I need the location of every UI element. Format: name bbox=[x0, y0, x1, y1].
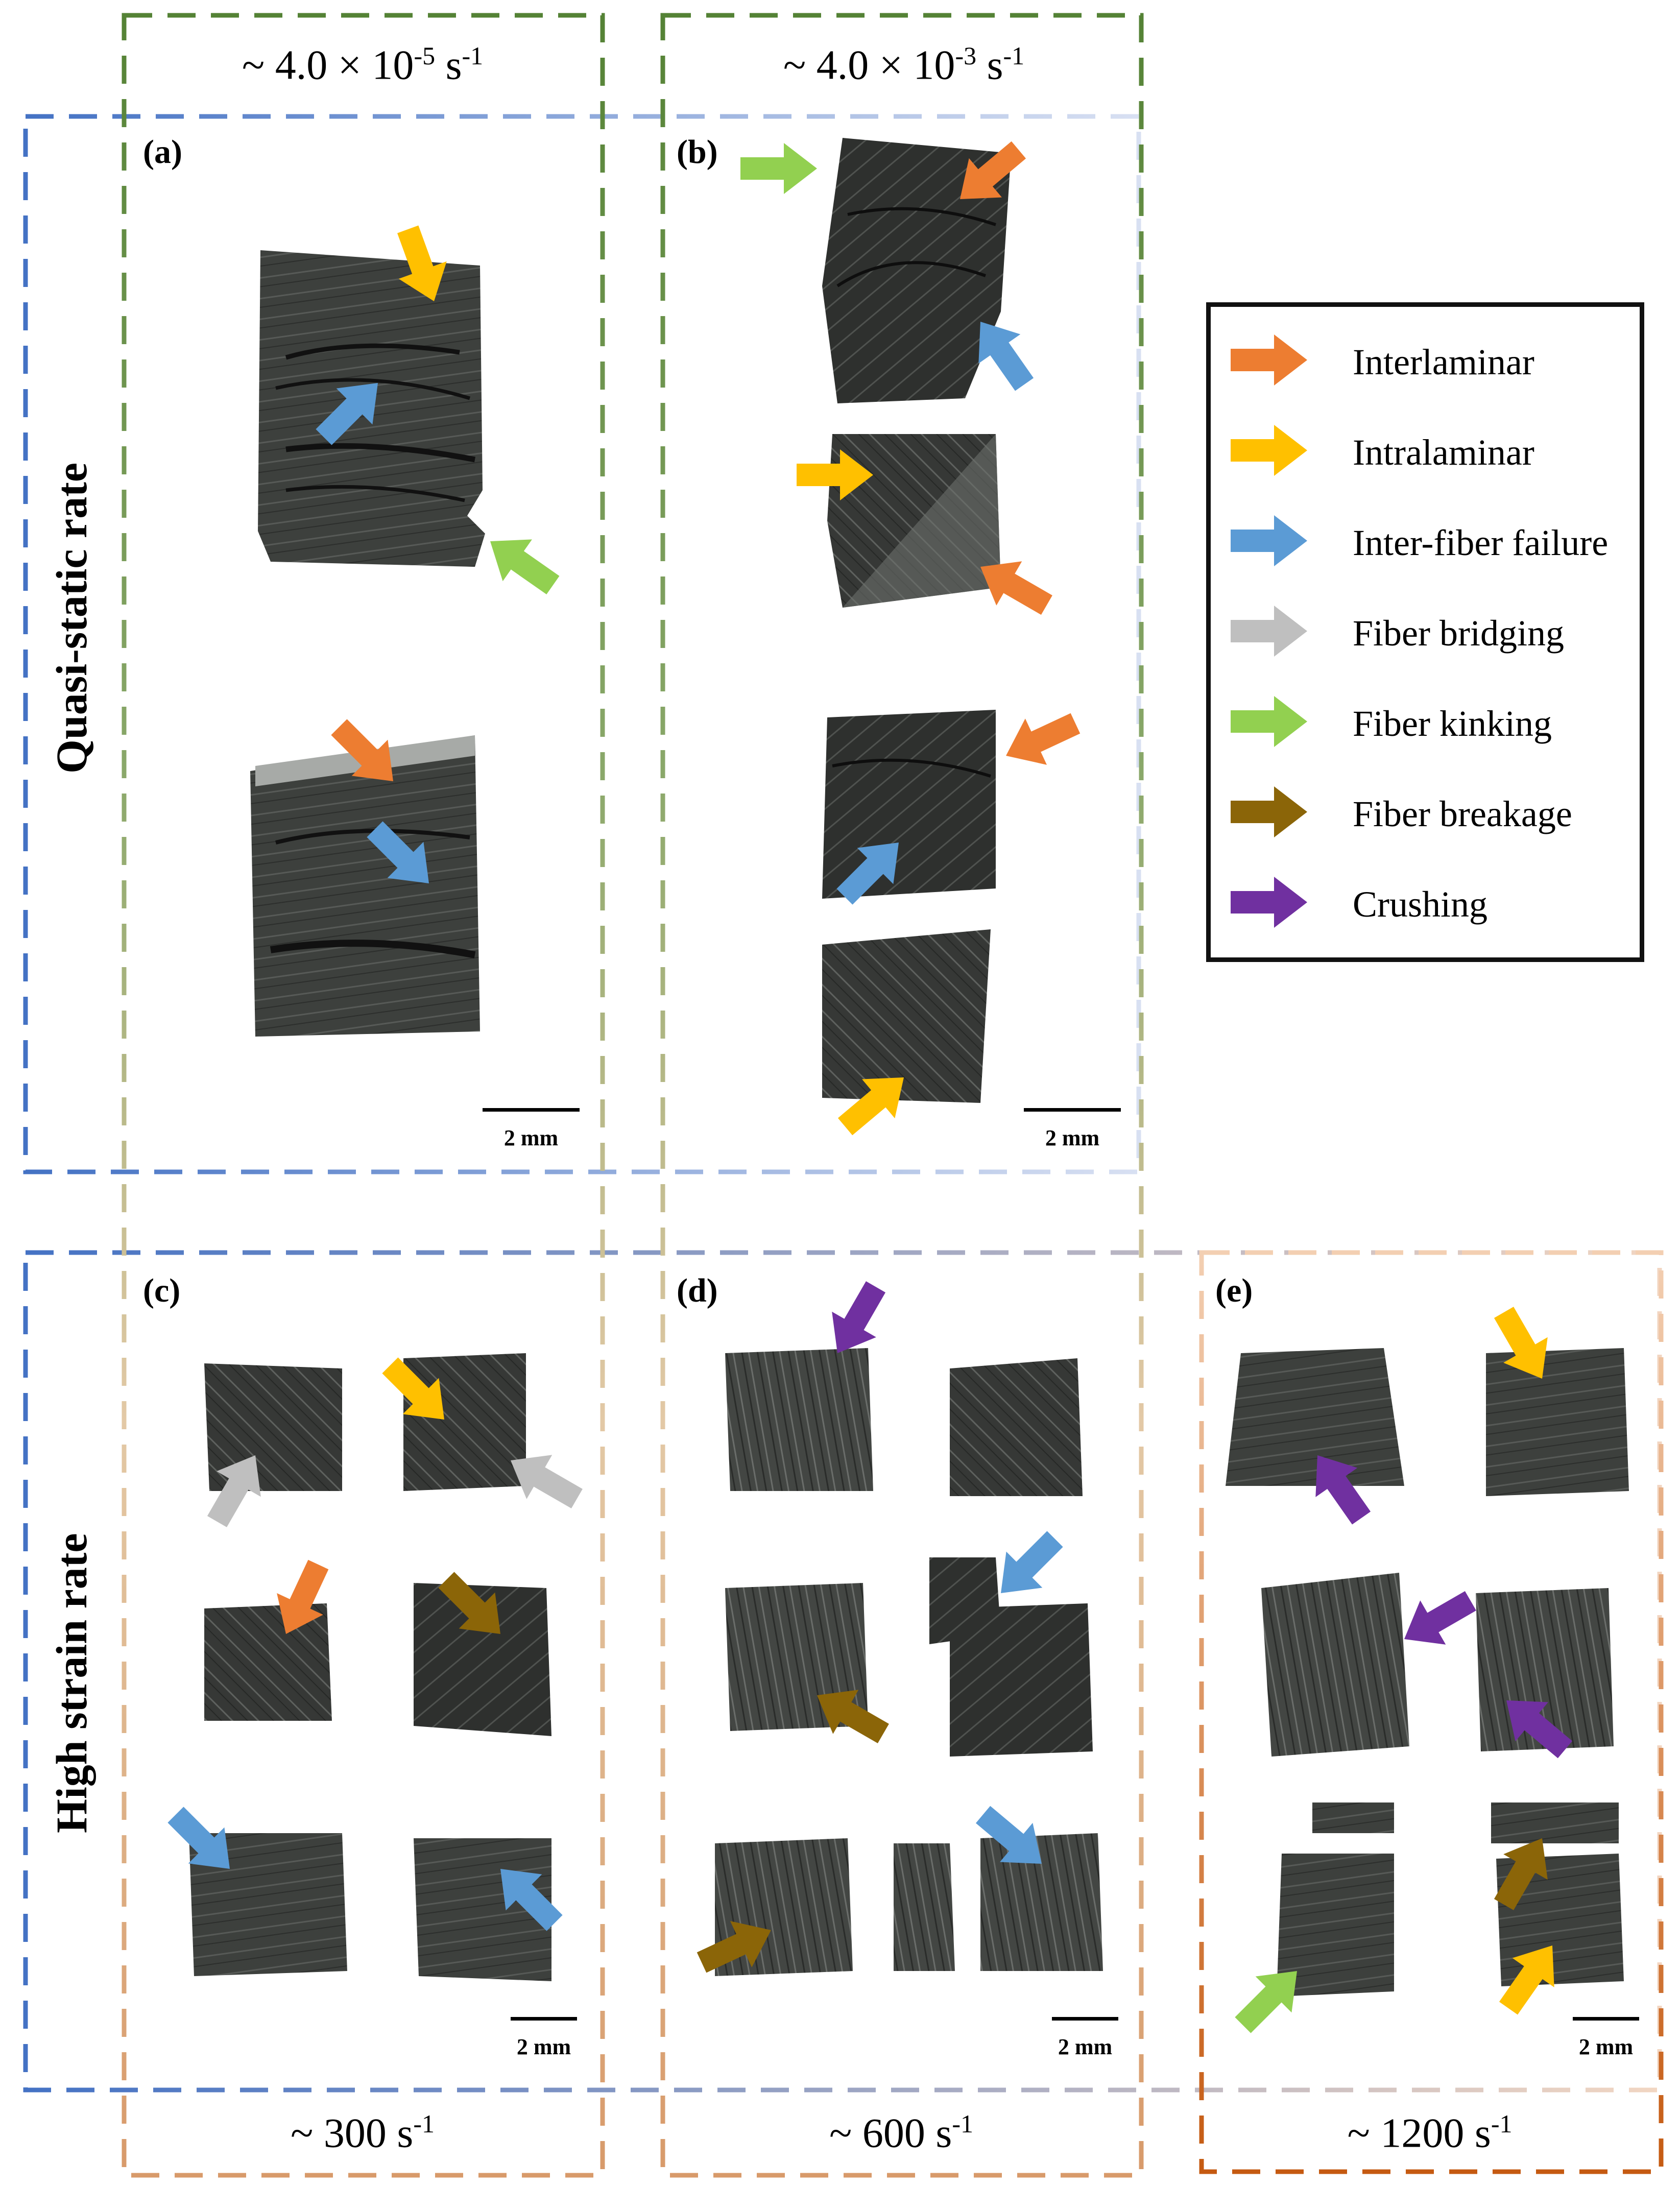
legend-arrow-icon bbox=[1231, 425, 1307, 476]
damage-arrow bbox=[978, 322, 1034, 391]
legend-arrow-icon bbox=[1231, 334, 1307, 386]
damage-arrow bbox=[832, 1281, 886, 1353]
scale-bar-e: 2 mm bbox=[1573, 2017, 1639, 2060]
legend-item: Inter-fiber failure bbox=[1211, 511, 1640, 572]
damage-arrow bbox=[1005, 713, 1081, 765]
specimen-c3 bbox=[204, 1603, 332, 1721]
frame-rate-slow bbox=[122, 13, 605, 2178]
specimen-c4 bbox=[414, 1583, 551, 1736]
panel-label-e: (e) bbox=[1215, 1272, 1253, 1309]
legend-label: Fiber breakage bbox=[1353, 794, 1572, 834]
legend-item: Intralaminar bbox=[1211, 420, 1640, 482]
frame-rate-1200 bbox=[1199, 1250, 1664, 2174]
damage-arrow bbox=[697, 1921, 771, 1973]
specimen-c5 bbox=[189, 1833, 347, 1976]
frame-rate-fast bbox=[660, 13, 1144, 2178]
damage-arrow bbox=[316, 383, 378, 445]
scale-bar-a: 2 mm bbox=[483, 1108, 580, 1151]
specimen-e2 bbox=[1486, 1348, 1629, 1496]
specimen-b4 bbox=[822, 929, 991, 1103]
scale-bar-b: 2 mm bbox=[1024, 1108, 1121, 1151]
panel-label-b: (b) bbox=[677, 133, 718, 171]
legend-label: Fiber bridging bbox=[1353, 613, 1564, 654]
specimen-e1 bbox=[1226, 1348, 1404, 1486]
damage-arrow bbox=[397, 225, 447, 301]
damage-arrow bbox=[207, 1455, 261, 1527]
damage-arrow bbox=[960, 141, 1026, 199]
damage-arrow bbox=[1001, 1531, 1063, 1593]
specimen-a2 bbox=[250, 735, 480, 1037]
damage-arrow bbox=[1494, 1838, 1548, 1910]
damage-arrow bbox=[277, 1559, 329, 1634]
damage-arrow bbox=[740, 143, 817, 194]
legend-arrow-icon bbox=[1231, 515, 1307, 566]
specimen-b3 bbox=[822, 710, 996, 899]
damage-arrow bbox=[980, 561, 1052, 615]
specimen-d4 bbox=[929, 1557, 1093, 1757]
legend-arrow-icon bbox=[1231, 696, 1307, 747]
specimen-b2 bbox=[827, 434, 1001, 608]
damage-arrow bbox=[1499, 1945, 1554, 2015]
damage-arrow bbox=[1404, 1591, 1476, 1645]
specimen-d6 bbox=[894, 1843, 955, 1971]
damage-arrows bbox=[167, 141, 1573, 2033]
legend-label: Fiber kinking bbox=[1353, 703, 1552, 744]
scale-bar-c: 2 mm bbox=[511, 2017, 577, 2060]
legend-arrow-icon bbox=[1231, 606, 1307, 657]
specimen-c1 bbox=[204, 1363, 342, 1491]
damage-arrow bbox=[511, 1455, 583, 1509]
damage-arrow bbox=[817, 1690, 889, 1744]
rate-label-qs-fast: ~ 4.0 × 10-3 s-1 bbox=[783, 41, 1025, 88]
legend-label: Intralaminar bbox=[1353, 432, 1534, 473]
damage-arrow bbox=[367, 821, 429, 883]
specimen-d7 bbox=[980, 1833, 1103, 1971]
panel-label-d: (d) bbox=[677, 1272, 718, 1309]
damage-arrow bbox=[1494, 1307, 1548, 1379]
specimen-d2 bbox=[950, 1358, 1083, 1496]
damage-arrow bbox=[1235, 1971, 1297, 2033]
legend-item: Fiber breakage bbox=[1211, 782, 1640, 843]
damage-arrow bbox=[438, 1572, 500, 1634]
specimen-e3 bbox=[1261, 1573, 1409, 1757]
rate-label-1200: ~ 1200 s-1 bbox=[1347, 2109, 1513, 2156]
legend-item: Crushing bbox=[1211, 872, 1640, 933]
legend-item: Fiber bridging bbox=[1211, 601, 1640, 662]
legend-item: Fiber kinking bbox=[1211, 691, 1640, 753]
panel-label-c: (c) bbox=[143, 1272, 181, 1309]
rate-label-300: ~ 300 s-1 bbox=[291, 2109, 435, 2156]
damage-arrow bbox=[837, 1077, 904, 1136]
legend-label: Crushing bbox=[1353, 884, 1488, 925]
specimen-c2 bbox=[403, 1353, 526, 1491]
damage-arrow bbox=[490, 539, 560, 595]
panel-label-a: (a) bbox=[143, 133, 182, 171]
legend-label: Inter-fiber failure bbox=[1353, 522, 1609, 563]
specimen-d1 bbox=[725, 1348, 873, 1491]
scale-bar-d: 2 mm bbox=[1052, 2017, 1118, 2060]
damage-arrow bbox=[382, 1357, 444, 1420]
legend-arrow-icon bbox=[1231, 877, 1307, 928]
damage-arrow bbox=[1506, 1700, 1573, 1759]
legend-arrow-icon bbox=[1231, 786, 1307, 837]
legend-item: Interlaminar bbox=[1211, 330, 1640, 391]
specimen-e5 bbox=[1277, 1803, 1394, 1997]
damage-arrow bbox=[836, 843, 899, 905]
damage-arrow bbox=[500, 1869, 563, 1931]
specimen-b1 bbox=[822, 138, 1011, 403]
damage-arrow bbox=[1315, 1455, 1371, 1525]
damage-arrow bbox=[167, 1807, 230, 1869]
legend-label: Interlaminar bbox=[1353, 342, 1534, 382]
damage-arrow bbox=[797, 449, 873, 500]
damage-arrow bbox=[975, 1806, 1042, 1864]
rate-label-qs-slow: ~ 4.0 × 10-5 s-1 bbox=[242, 41, 484, 88]
damage-arrow bbox=[331, 719, 393, 781]
rate-label-600: ~ 600 s-1 bbox=[829, 2109, 973, 2156]
